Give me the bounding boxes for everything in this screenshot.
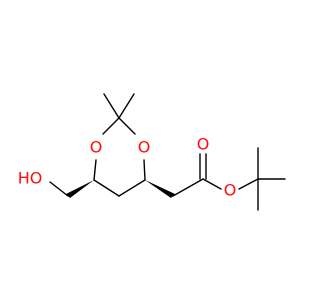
bond-ch2-carbonyl — [172, 178, 204, 197]
bond-ester-o-tbu — [238, 178, 259, 190]
atom-label-hydroxyl: HO — [18, 169, 43, 188]
atom-label-ring-oxygen-left: O — [90, 138, 103, 157]
wedge-c6-ch2 — [66, 180, 94, 198]
bond-o1-c6 — [93, 159, 97, 181]
atom-label-carbonyl-oxygen: O — [197, 135, 210, 154]
atom-label-ester-oxygen: O — [224, 181, 237, 200]
bond-ch2-oh — [49, 181, 69, 197]
bond-c2-methyl-left — [103, 93, 120, 119]
bond-o3-c2 — [118, 117, 136, 135]
bond-c5-c4 — [118, 179, 146, 197]
bond-c2-o1 — [102, 117, 120, 135]
bond-c4-o3 — [143, 159, 146, 181]
molecule-structure: HO O O O O — [18, 93, 286, 211]
bond-c6-c5 — [93, 179, 120, 197]
bond-c2-methyl-right — [118, 93, 135, 119]
wedge-c4-ch2 — [145, 180, 175, 198]
atom-label-ring-oxygen-right: O — [138, 138, 151, 157]
bond-carbonyl-ester-o — [202, 178, 222, 190]
